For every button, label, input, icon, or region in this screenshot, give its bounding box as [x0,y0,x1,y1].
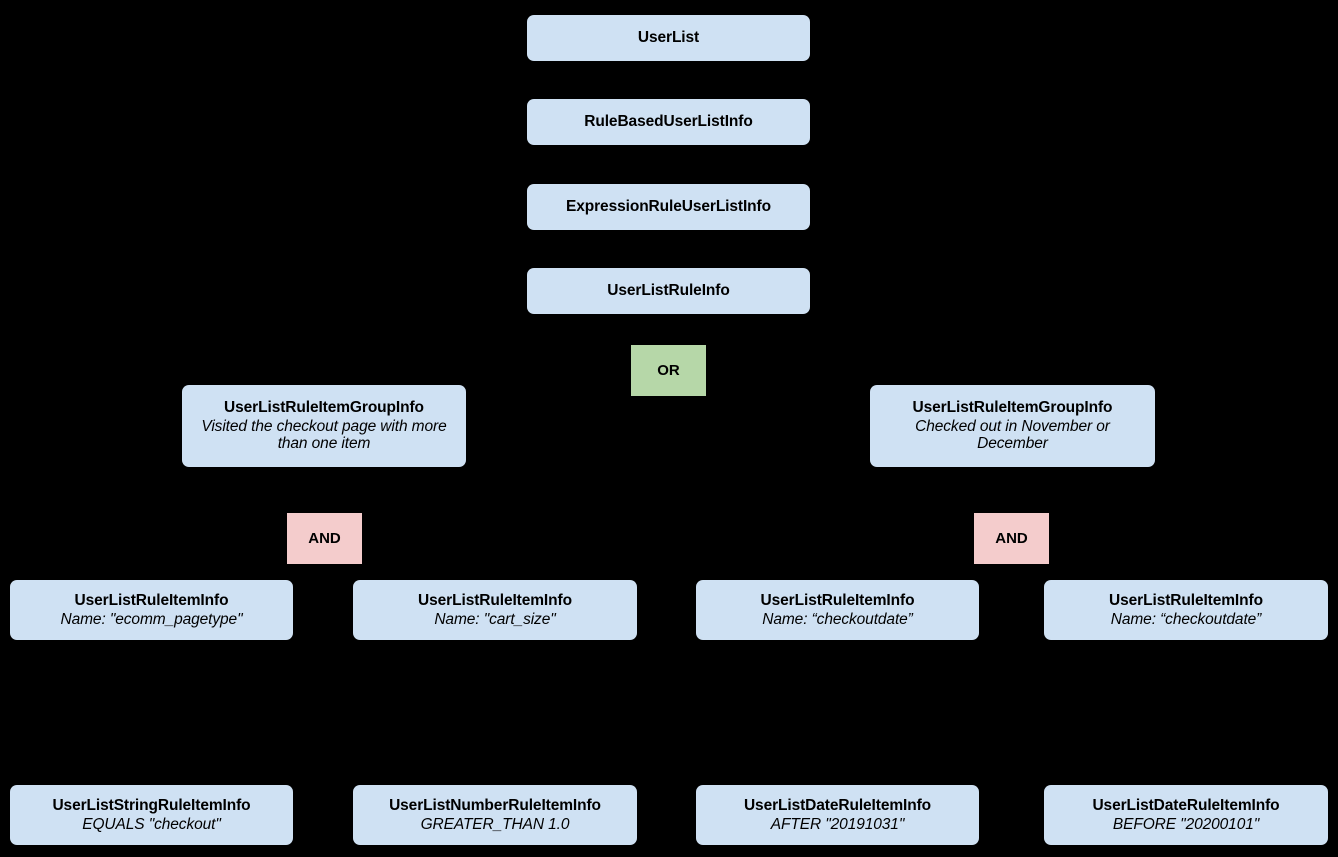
node-title: UserListDateRuleItemInfo [1092,796,1280,814]
node-item-checkoutdate-after[interactable]: UserListRuleItemInfo Name: “checkoutdate… [696,580,979,640]
edge-and-left-horizontal [150,564,496,566]
node-group-right[interactable]: UserListRuleItemGroupInfo Checked out in… [870,385,1155,467]
edge-userlist-to-rulebased [667,61,669,99]
edge-group-left-to-and [323,467,325,513]
operator-label: OR [657,362,680,379]
node-title: UserListRuleItemGroupInfo [912,398,1113,416]
operator-badge-and-right[interactable]: AND [974,513,1049,564]
operator-label: AND [995,530,1028,547]
node-title: RuleBasedUserListInfo [584,113,753,131]
node-user-list-rule-info[interactable]: UserListRuleInfo [527,268,810,314]
edge-item-1-to-leaf-1 [150,640,152,785]
edge-item-4-to-leaf-4 [1184,640,1186,785]
node-subtitle: Checked out in November or December [915,417,1110,453]
node-leaf-date-rule-after[interactable]: UserListDateRuleItemInfo AFTER "20191031… [696,785,979,845]
node-leaf-string-rule[interactable]: UserListStringRuleItemInfo EQUALS "check… [10,785,293,845]
node-title: UserList [637,29,700,47]
operator-badge-and-left[interactable]: AND [287,513,362,564]
node-title: UserListRuleItemInfo [418,591,572,609]
node-title: UserListDateRuleItemInfo [743,796,932,814]
node-user-list[interactable]: UserList [527,15,810,61]
edge-and-left-to-item-1 [150,564,152,580]
node-title: UserListRuleItemInfo [74,591,229,609]
node-subtitle: Name: "ecomm_pagetype" [60,610,243,628]
node-item-ecomm-pagetype[interactable]: UserListRuleItemInfo Name: "ecomm_pagety… [10,580,293,640]
node-item-cart-size[interactable]: UserListRuleItemInfo Name: "cart_size" [353,580,637,640]
node-group-left[interactable]: UserListRuleItemGroupInfo Visited the ch… [182,385,466,467]
operator-badge-or[interactable]: OR [631,345,706,396]
node-subtitle: Name: "cart_size" [434,610,556,628]
node-title: UserListStringRuleItemInfo [52,796,251,814]
operator-label: AND [308,530,341,547]
node-subtitle: BEFORE "20200101" [1112,815,1260,833]
node-subtitle: Name: “checkoutdate” [1110,610,1262,628]
node-title: UserListRuleItemGroupInfo [224,398,424,416]
edge-ruleinfo-to-or [667,314,669,345]
edge-rulebased-to-expression [667,146,669,184]
node-leaf-number-rule[interactable]: UserListNumberRuleItemInfo GREATER_THAN … [353,785,637,845]
node-title: ExpressionRuleUserListInfo [566,198,771,216]
edge-item-2-to-leaf-2 [494,640,496,785]
edge-and-right-horizontal [837,564,1185,566]
edge-group-right-to-and [1011,467,1013,513]
node-item-checkoutdate-before[interactable]: UserListRuleItemInfo Name: “checkoutdate… [1044,580,1328,640]
node-leaf-date-rule-before[interactable]: UserListDateRuleItemInfo BEFORE "2020010… [1044,785,1328,845]
edge-and-right-to-item-3 [837,564,839,580]
node-title: UserListRuleItemInfo [1109,591,1263,609]
edge-item-3-to-leaf-3 [837,640,839,785]
node-subtitle: Name: “checkoutdate” [762,610,913,628]
edge-and-left-to-item-2 [494,564,496,580]
node-subtitle: AFTER "20191031" [770,815,905,833]
node-expression-rule-user-list-info[interactable]: ExpressionRuleUserListInfo [527,184,810,230]
node-subtitle: GREATER_THAN 1.0 [420,815,570,833]
node-rule-based-user-list-info[interactable]: RuleBasedUserListInfo [527,99,810,145]
edge-expression-to-ruleinfo [667,230,669,268]
node-title: UserListNumberRuleItemInfo [389,796,601,814]
node-subtitle: EQUALS "checkout" [82,815,221,833]
node-subtitle: Visited the checkout page with more than… [201,417,447,453]
edge-and-right-to-item-4 [1184,564,1186,580]
node-title: UserListRuleItemInfo [760,591,915,609]
node-title: UserListRuleInfo [607,282,730,300]
